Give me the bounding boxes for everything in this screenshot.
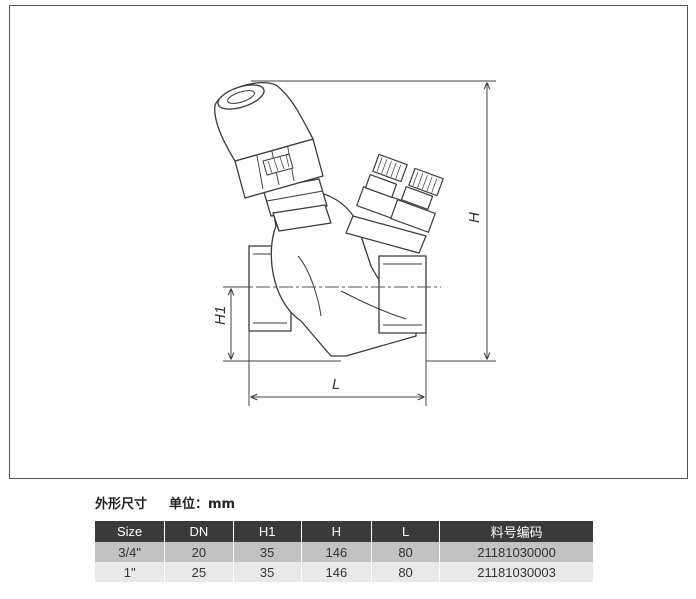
spec-table: Size DN H1 H L 料号编码 3/4" 20 35 146 80 21… (95, 521, 593, 582)
cell-l: 80 (371, 542, 441, 562)
dimension-h (251, 80, 496, 362)
table-header-row: Size DN H1 H L 料号编码 (95, 521, 593, 542)
cell-part-code: 21181030000 (439, 542, 593, 562)
dimensions-caption: 外形尺寸 单位：mm (95, 493, 235, 512)
dimension-h1 (223, 286, 341, 362)
cell-h1: 35 (233, 542, 302, 562)
dimension-h-label: H (466, 212, 483, 223)
header-h1: H1 (233, 521, 302, 542)
cell-part-code: 21181030003 (439, 562, 593, 582)
cell-dn: 25 (164, 562, 234, 582)
cell-dn: 20 (164, 542, 234, 562)
header-dn: DN (164, 521, 234, 542)
cell-h: 146 (301, 542, 372, 562)
cell-l: 80 (371, 562, 441, 582)
dimension-l-label: L (332, 376, 340, 393)
header-part-code: 料号编码 (439, 521, 593, 542)
valve-handwheel (214, 82, 332, 232)
caption-title: 外形尺寸 (95, 497, 148, 512)
header-size: Size (95, 521, 166, 542)
dimension-h1-label: H1 (212, 306, 229, 325)
valve-body (248, 190, 427, 357)
cell-size: 3/4" (95, 542, 166, 562)
technical-drawing-frame: H H1 L (9, 5, 688, 479)
caption-unit: 单位：mm (169, 497, 236, 512)
header-h: H (301, 521, 372, 542)
cell-h: 146 (301, 562, 372, 582)
table-row: 3/4" 20 35 146 80 21181030000 (95, 542, 593, 562)
cell-size: 1" (95, 562, 166, 582)
table-row: 1" 25 35 146 80 21181030003 (95, 562, 593, 582)
dimension-l (248, 331, 427, 406)
cell-h1: 35 (233, 562, 302, 582)
measuring-ports (345, 153, 444, 254)
header-l: L (371, 521, 441, 542)
valve-technical-drawing: H H1 L (212, 80, 496, 406)
